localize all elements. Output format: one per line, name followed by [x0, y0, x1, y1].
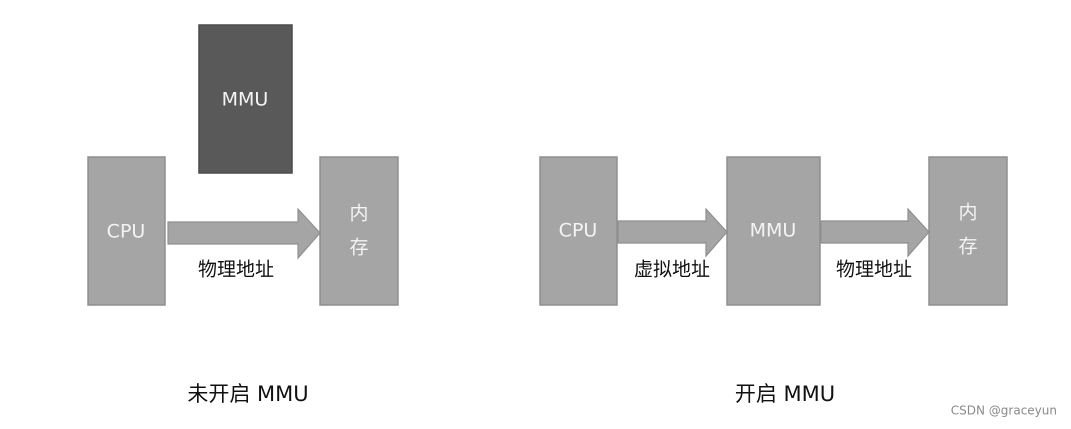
- right-caption: 开启 MMU: [735, 382, 835, 406]
- arrow-right-icon: [167, 207, 321, 260]
- memory-label-2: 存: [349, 237, 368, 259]
- cpu-box: [539, 156, 618, 306]
- mmu-box-inactive: [198, 24, 293, 174]
- physical-address-label: 物理地址: [836, 259, 912, 281]
- memory-label-1: 内: [958, 202, 977, 224]
- left-caption: 未开启 MMU: [187, 382, 308, 406]
- memory-label-2: 存: [958, 236, 977, 258]
- arrow-right-icon: [617, 207, 728, 258]
- mmu-label: MMU: [222, 89, 269, 111]
- memory-box: [928, 156, 1008, 306]
- cpu-label: CPU: [107, 221, 146, 243]
- virtual-address-label: 虚拟地址: [634, 259, 710, 281]
- arrow-right-icon: [820, 207, 930, 258]
- physical-address-label: 物理地址: [198, 259, 274, 281]
- cpu-label: CPU: [559, 220, 598, 242]
- memory-label-1: 内: [349, 203, 368, 225]
- watermark: CSDN @graceyun: [951, 404, 1057, 418]
- right-diagram: CPU 虚拟地址 MMU 物理地址 内 存 开启 MMU: [539, 156, 1008, 406]
- cpu-box: [87, 156, 166, 306]
- memory-box: [319, 156, 399, 306]
- left-diagram: CPU MMU 物理地址 内 存 未开启 MMU: [87, 24, 399, 406]
- mmu-box: [726, 156, 821, 306]
- mmu-label: MMU: [750, 220, 797, 242]
